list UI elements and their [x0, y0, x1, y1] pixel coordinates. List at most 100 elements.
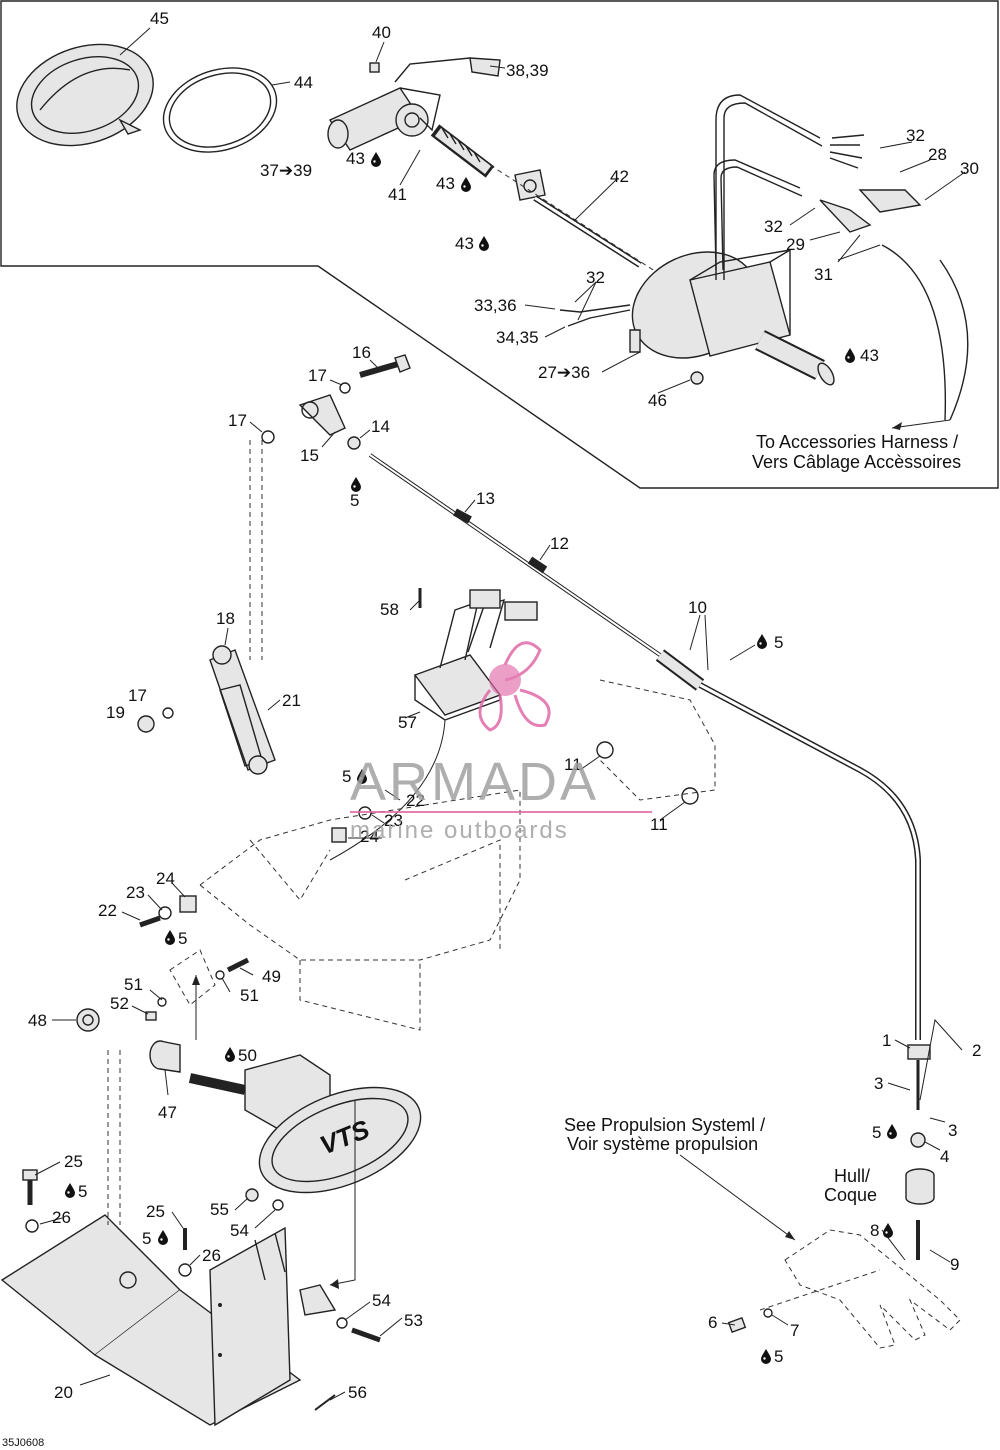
washer-17b: [261, 430, 275, 444]
nut-1: [907, 1044, 931, 1060]
callout-47: 47: [158, 1103, 177, 1122]
callout-55: 55: [210, 1200, 229, 1219]
leader-lines: [34, 27, 966, 1401]
callout-44: 44: [294, 73, 313, 92]
callout-37-39: 37➔39: [260, 161, 312, 180]
washer-11a: [596, 741, 614, 759]
callout-22b: 22: [98, 901, 117, 920]
armada-watermark: ARMADA marine outboards: [350, 641, 652, 844]
callout-18: 18: [216, 609, 235, 628]
callout-24a: 24: [360, 827, 379, 846]
propulsion-note-fr: Voir système propulsion: [567, 1134, 758, 1154]
washer-17c: [162, 707, 174, 719]
hull-note-en: Hull/: [834, 1166, 870, 1186]
bushing-47: [149, 1040, 181, 1073]
spring-assembly-41: [430, 124, 495, 178]
callout-49: 49: [262, 967, 281, 986]
seal-ring-44: [162, 67, 278, 153]
washer-11b: [681, 787, 699, 805]
callout-58: 58: [380, 600, 399, 619]
washer-23b: [158, 906, 172, 920]
callout-7: 7: [790, 1321, 799, 1340]
callout-43d: 43: [860, 346, 879, 365]
washer-26a: [25, 1219, 39, 1233]
callout-11b: 11: [650, 815, 668, 834]
callout-32c: 32: [586, 268, 605, 287]
callout-40: 40: [372, 23, 391, 42]
callout-1: 1: [882, 1031, 891, 1050]
callout-8: 8: [870, 1221, 879, 1240]
callout-19: 19: [106, 703, 125, 722]
spacer-24b: [179, 895, 197, 913]
callout-46: 46: [648, 391, 667, 410]
callout-5c: 5: [342, 767, 351, 786]
lever-bracket-dotted: [169, 949, 216, 1006]
callout-41: 41: [388, 185, 407, 204]
callout-5a: 5: [350, 491, 359, 510]
screw-52: [145, 1011, 157, 1021]
callout-57: 57: [398, 713, 417, 732]
screw-40: [369, 62, 380, 73]
pin-56: [314, 1394, 336, 1411]
callout-2: 2: [972, 1041, 981, 1060]
drawing-code: 35J0608: [2, 1437, 44, 1449]
link-arm-21: [209, 645, 276, 775]
callout-51a: 51: [124, 975, 143, 994]
callout-53: 53: [404, 1311, 423, 1330]
bolt-53: [351, 1327, 381, 1343]
callout-17a: 17: [308, 366, 327, 385]
callout-33-36: 33,36: [474, 296, 517, 315]
callout-48: 48: [28, 1011, 47, 1030]
washer-54b: [336, 1317, 348, 1329]
callout-5g: 5: [872, 1123, 881, 1142]
nut-14: [347, 436, 361, 450]
electronic-module-57: [413, 589, 538, 721]
terminal-29: [819, 199, 872, 233]
watermark-logo-icon: [478, 641, 551, 732]
inset-frame: [0, 0, 999, 489]
callout-43b: 43: [436, 174, 455, 193]
actuator-motor-37-39: [327, 57, 471, 151]
watermark-brand: ARMADA: [350, 752, 599, 812]
callout-16: 16: [352, 343, 371, 362]
callout-29: 29: [786, 235, 805, 254]
connector-30: [858, 189, 922, 213]
callout-54b: 54: [372, 1291, 391, 1310]
callout-54a: 54: [230, 1221, 249, 1240]
callout-20: 20: [54, 1383, 73, 1402]
vts-control-knob-50: [188, 1054, 422, 1194]
callout-56: 56: [348, 1383, 367, 1402]
screw-6: [727, 1317, 747, 1333]
callout-26b: 26: [202, 1246, 221, 1265]
callout-11a: 11: [564, 755, 582, 774]
callout-23a: 23: [384, 811, 403, 830]
base-plate-20: [0, 1214, 337, 1427]
callout-9: 9: [950, 1255, 959, 1274]
washer-54a: [272, 1199, 284, 1211]
hull-note-fr: Coque: [824, 1185, 877, 1205]
bracket-15: [298, 394, 346, 436]
mounting-bracket-housing: [199, 789, 521, 1031]
nut-55: [245, 1188, 259, 1202]
callout-25a: 25: [64, 1152, 83, 1171]
callout-3a: 3: [874, 1074, 883, 1093]
callout-28: 28: [928, 145, 947, 164]
callout-52: 52: [110, 994, 129, 1013]
callout-27-36: 27➔36: [538, 363, 590, 382]
callout-51b: 51: [240, 986, 259, 1005]
nut-48: [76, 1008, 100, 1032]
callout-5f: 5: [142, 1229, 151, 1248]
callout-15: 15: [300, 446, 319, 465]
callout-30: 30: [960, 159, 979, 178]
watermark-tagline: marine outboards: [350, 817, 569, 844]
callout-13: 13: [476, 489, 495, 508]
callout-45: 45: [150, 9, 169, 28]
callout-50: 50: [238, 1046, 257, 1065]
callout-38-39: 38,39: [506, 61, 549, 80]
callout-43c: 43: [455, 234, 474, 253]
shaft-42: [514, 169, 642, 268]
callout-4: 4: [940, 1147, 949, 1166]
callout-24b: 24: [156, 869, 175, 888]
callout-31: 31: [814, 265, 833, 284]
propulsion-bracket: [784, 1229, 961, 1349]
